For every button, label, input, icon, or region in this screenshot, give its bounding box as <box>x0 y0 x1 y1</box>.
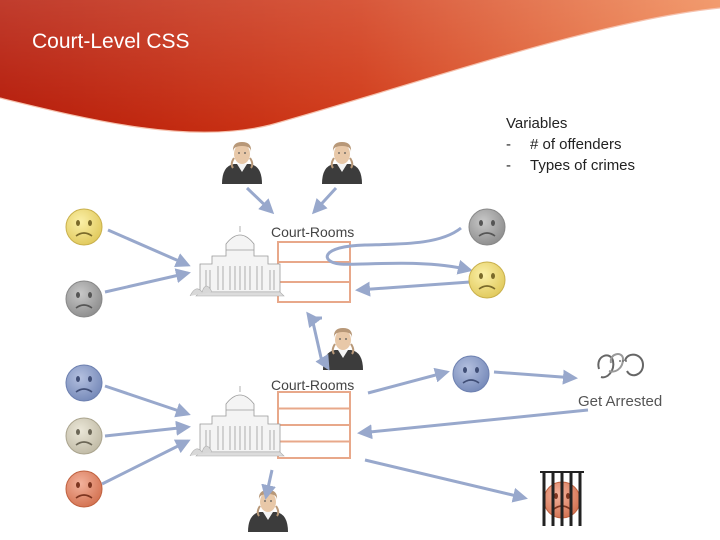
arrow <box>261 469 276 500</box>
title-banner <box>0 0 720 133</box>
jail-bars-icon <box>540 471 584 526</box>
variable-item: - Types of crimes <box>506 155 635 176</box>
variable-text: Types of crimes <box>530 157 636 174</box>
judge-icon <box>221 141 263 185</box>
arrow <box>104 268 191 294</box>
arrow <box>101 439 191 486</box>
variable-bullet: - <box>506 136 511 153</box>
arrow <box>355 280 471 297</box>
arrow <box>493 369 578 385</box>
sad-face-icon <box>65 280 103 318</box>
sad-face-icon <box>65 417 103 455</box>
courthouse-icon <box>189 225 285 297</box>
arrow <box>367 367 450 395</box>
arrow <box>364 458 528 503</box>
arrow <box>104 384 191 418</box>
arrow <box>311 186 338 215</box>
get-arrested-label: Get Arrested <box>578 393 663 410</box>
arrow <box>107 228 191 268</box>
handcuffs-icon <box>597 353 645 379</box>
court-room-table <box>277 241 351 303</box>
judge-icon <box>322 327 364 371</box>
variables-box: Variables - # of offenders - Types of crim… <box>506 113 635 176</box>
court-rooms-label: Court-Rooms <box>271 377 355 393</box>
sad-face-icon <box>65 208 103 246</box>
slide-title: Court-Level CSS <box>32 30 190 53</box>
court-room-table <box>277 391 351 459</box>
arrow <box>245 186 275 215</box>
sad-face-icon <box>452 355 490 393</box>
arrow <box>315 353 330 371</box>
arrow <box>325 226 473 275</box>
variable-bullet: - <box>506 157 511 174</box>
arrow <box>306 311 322 329</box>
sad-face-icon <box>65 470 103 508</box>
arrow <box>310 316 324 363</box>
sad-face-icon <box>65 364 103 402</box>
courthouse-icon <box>189 385 285 457</box>
flow-arrows <box>101 186 589 503</box>
variable-item: - # of offenders <box>506 134 635 155</box>
court-rooms-label: Court-Rooms <box>271 224 355 240</box>
variable-text: # of offenders <box>530 136 622 153</box>
judge-icon <box>247 489 289 533</box>
variables-heading: Variables <box>506 115 568 132</box>
arrow <box>104 420 191 438</box>
judge-icon <box>321 141 363 185</box>
sad-face-icon <box>468 208 506 246</box>
sad-face-icon <box>468 261 506 299</box>
arrow <box>357 408 589 440</box>
